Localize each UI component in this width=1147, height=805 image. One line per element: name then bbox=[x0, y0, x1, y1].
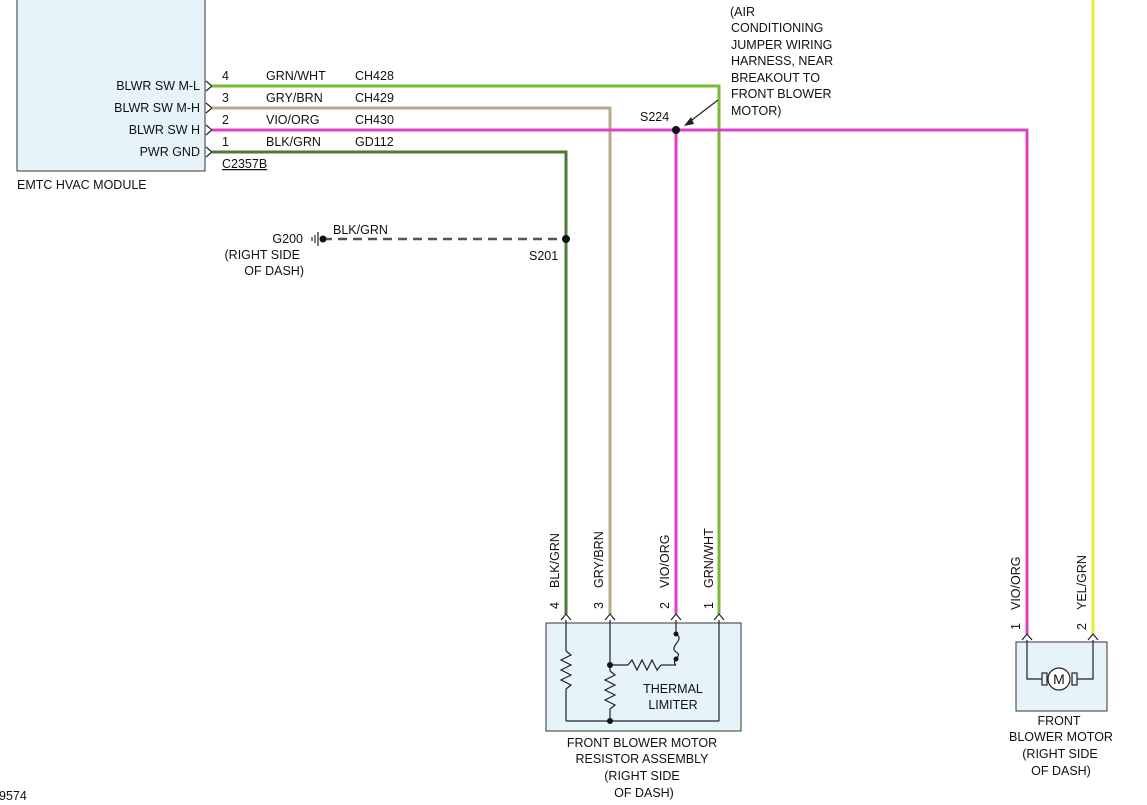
resistor-pin-number-2: 2 bbox=[658, 602, 672, 609]
resistor-pin-chevrons bbox=[560, 613, 725, 621]
connector-label-c2357b: C2357B bbox=[222, 157, 267, 171]
wire-blk-grn-gd112 bbox=[212, 150, 568, 614]
circuit-label-ch429: CH429 bbox=[355, 91, 394, 105]
splice-s224-label: S224 bbox=[640, 110, 669, 124]
resistor-junction-dot bbox=[607, 718, 613, 724]
splice-s224-leader-line bbox=[687, 99, 719, 124]
resistor-pin-number-1: 1 bbox=[702, 602, 716, 609]
ground-location-line2: OF DASH) bbox=[244, 264, 304, 278]
svg-text:OF DASH): OF DASH) bbox=[1031, 764, 1091, 778]
motor-wire-label-yel-grn: YEL/GRN bbox=[1075, 555, 1089, 610]
module-pin-number-2: 2 bbox=[222, 113, 229, 127]
splice-s224-dot bbox=[672, 126, 680, 134]
circuit-label-gd112: GD112 bbox=[355, 135, 394, 149]
resistor-wire-label-vio-org: VIO/ORG bbox=[658, 535, 672, 588]
circuit-label-ch430: CH430 bbox=[355, 113, 394, 127]
wire-color-label-ch430: VIO/ORG bbox=[266, 113, 319, 127]
splice-s201-dot bbox=[562, 235, 570, 243]
motor-symbol-label: M bbox=[1053, 671, 1065, 687]
module-pin-number-3: 3 bbox=[222, 91, 229, 105]
svg-text:RESISTOR ASSEMBLY: RESISTOR ASSEMBLY bbox=[576, 752, 710, 766]
svg-text:BREAKOUT TO: BREAKOUT TO bbox=[731, 71, 820, 85]
ground-connection-dot bbox=[319, 235, 327, 243]
resistor-wire-label-grn-wht: GRN/WHT bbox=[702, 528, 716, 588]
hvac-module-name: EMTC HVAC MODULE bbox=[17, 178, 147, 192]
resistor-pin-number-4: 4 bbox=[548, 602, 562, 609]
wire-gry-brn-ch429 bbox=[212, 106, 612, 614]
svg-text:FRONT: FRONT bbox=[1037, 714, 1080, 728]
motor-pin-number-2: 2 bbox=[1075, 623, 1089, 630]
motor-icon bbox=[1047, 667, 1071, 691]
circuit-label-ch428: CH428 bbox=[355, 69, 394, 83]
thermal-limiter-contact-dot bbox=[673, 656, 679, 662]
motor-wire-label-vio-org: VIO/ORG bbox=[1009, 557, 1023, 610]
svg-text:(RIGHT SIDE: (RIGHT SIDE bbox=[604, 769, 679, 783]
thermal-limiter-contact-dot bbox=[673, 631, 679, 637]
module-pin-label-gnd: PWR GND bbox=[140, 145, 200, 159]
resistor-wire-label-gry-brn: GRY/BRN bbox=[592, 531, 606, 588]
svg-text:JUMPER WIRING: JUMPER WIRING bbox=[731, 38, 832, 52]
wire-grn-wht-ch428 bbox=[212, 84, 721, 614]
ground-id-g200: G200 bbox=[272, 232, 303, 246]
thermal-limiter-label-line2: LIMITER bbox=[648, 698, 697, 712]
module-pin-label-ml: BLWR SW M-L bbox=[116, 79, 200, 93]
wire-color-label-ch428: GRN/WHT bbox=[266, 69, 326, 83]
resistor-icon-low bbox=[559, 650, 573, 690]
wire-color-label-gd112: BLK/GRN bbox=[266, 135, 321, 149]
splice-s201-label: S201 bbox=[529, 249, 558, 263]
module-pin-label-h: BLWR SW H bbox=[129, 123, 200, 137]
resistor-wire-label-blk-grn: BLK/GRN bbox=[548, 533, 562, 588]
svg-text:FRONT BLOWER MOTOR: FRONT BLOWER MOTOR bbox=[567, 736, 717, 750]
svg-text:MOTOR): MOTOR) bbox=[731, 104, 781, 118]
ground-location-line1: (RIGHT SIDE bbox=[225, 248, 300, 262]
blower-motor-name: FRONT BLOWER MOTOR (RIGHT SIDE OF DASH) bbox=[1009, 714, 1113, 778]
svg-text:HARNESS, NEAR: HARNESS, NEAR bbox=[731, 54, 833, 68]
module-pin-label-mh: BLWR SW M-H bbox=[114, 101, 200, 115]
hvac-module-box bbox=[16, 0, 206, 172]
resistor-assembly-name: FRONT BLOWER MOTOR RESISTOR ASSEMBLY (RI… bbox=[567, 736, 717, 800]
resistor-icon-high bbox=[627, 658, 662, 672]
svg-text:CONDITIONING: CONDITIONING bbox=[731, 21, 823, 35]
motor-internal-circuit bbox=[1026, 640, 1094, 686]
svg-text:BLOWER MOTOR: BLOWER MOTOR bbox=[1009, 730, 1113, 744]
splice-s224-leader-arrow-icon bbox=[684, 117, 694, 126]
splice-s224-note: (AIR CONDITIONING JUMPER WIRING HARNESS,… bbox=[730, 5, 833, 118]
module-pin-number-4: 4 bbox=[222, 69, 229, 83]
resistor-junction-dot bbox=[607, 662, 613, 668]
thermal-limiter-label-line1: THERMAL bbox=[643, 682, 703, 696]
figure-id: 9574 bbox=[0, 789, 27, 803]
motor-pin-number-1: 1 bbox=[1009, 623, 1023, 630]
svg-text:(AIR: (AIR bbox=[730, 5, 755, 19]
ground-wire-label: BLK/GRN bbox=[333, 223, 388, 237]
module-pin-number-1: 1 bbox=[222, 135, 229, 149]
resistor-assembly-box bbox=[545, 622, 742, 732]
motor-pin-chevrons bbox=[1021, 633, 1099, 641]
svg-text:FRONT BLOWER: FRONT BLOWER bbox=[731, 87, 831, 101]
svg-text:(RIGHT SIDE: (RIGHT SIDE bbox=[1022, 747, 1097, 761]
resistor-icon-mid bbox=[603, 670, 617, 710]
module-pin-chevrons bbox=[205, 80, 213, 158]
resistor-pin-number-3: 3 bbox=[592, 602, 606, 609]
wire-color-label-ch429: GRY/BRN bbox=[266, 91, 323, 105]
svg-text:OF DASH): OF DASH) bbox=[614, 786, 674, 800]
ground-symbol-icon bbox=[311, 232, 319, 246]
wire-vio-org-ch430 bbox=[212, 128, 1029, 634]
